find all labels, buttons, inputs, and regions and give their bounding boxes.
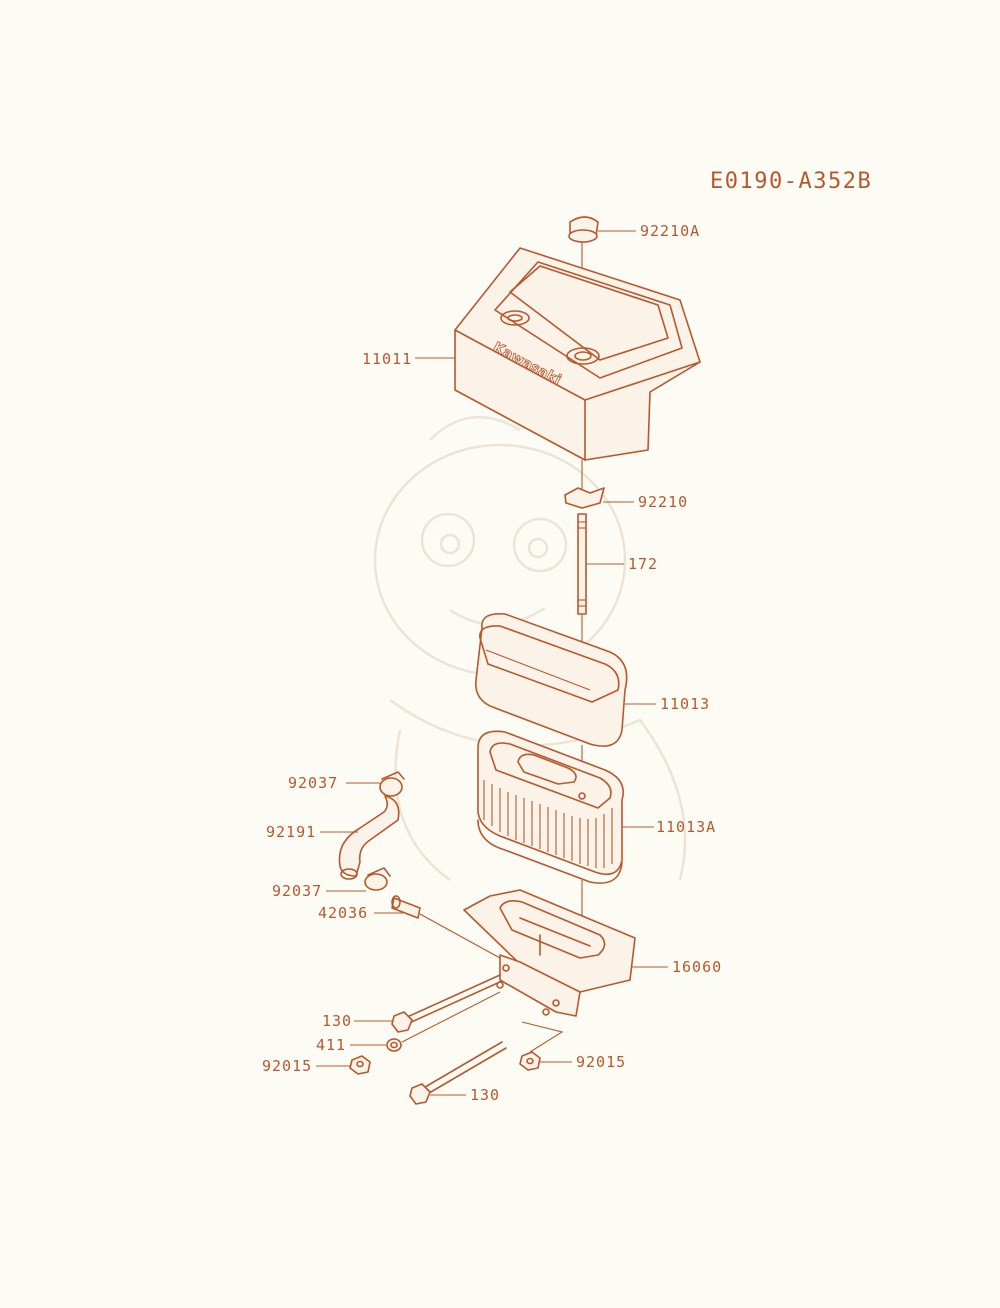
filter-pleats — [483, 780, 613, 868]
hose-92191 — [320, 795, 400, 880]
wingnut-92210 — [564, 487, 634, 509]
part-labels: 92210A 11011 92210 172 11013 92037 92191… — [262, 222, 722, 1104]
nut-92015-left — [316, 1055, 371, 1075]
label-92015-right: 92015 — [576, 1053, 626, 1071]
label-92037-upper: 92037 — [288, 774, 338, 792]
stud-172 — [577, 513, 624, 615]
label-92210A: 92210A — [640, 222, 700, 240]
label-172: 172 — [628, 555, 658, 573]
filter-element-11013A — [477, 730, 654, 884]
label-11013: 11013 — [660, 695, 710, 713]
cover-11011: Kawasaki — [415, 247, 701, 461]
label-92191: 92191 — [266, 823, 316, 841]
label-16060: 16060 — [672, 958, 722, 976]
bolt-130-lower — [409, 1041, 507, 1105]
label-130-lower: 130 — [470, 1086, 500, 1104]
label-92210: 92210 — [638, 493, 688, 511]
precleaner-11013 — [474, 612, 656, 747]
bolt-130-upper — [354, 974, 503, 1033]
fitting-42036 — [374, 895, 501, 959]
label-11013A: 11013A — [656, 818, 716, 836]
knob-92210A — [568, 216, 636, 243]
label-11011: 11011 — [362, 350, 412, 368]
diagram-code: E0190-A352B — [710, 169, 872, 194]
label-411: 411 — [316, 1036, 346, 1054]
clamp-92037-upper — [346, 771, 405, 797]
label-92037-lower: 92037 — [272, 882, 322, 900]
washer-411 — [350, 991, 501, 1052]
label-130-upper: 130 — [322, 1012, 352, 1030]
clamp-92037-lower — [326, 867, 391, 892]
label-92015-left: 92015 — [262, 1057, 312, 1075]
nut-92015-right — [519, 1021, 572, 1071]
label-42036: 42036 — [318, 904, 368, 922]
base-16060 — [463, 889, 668, 1017]
